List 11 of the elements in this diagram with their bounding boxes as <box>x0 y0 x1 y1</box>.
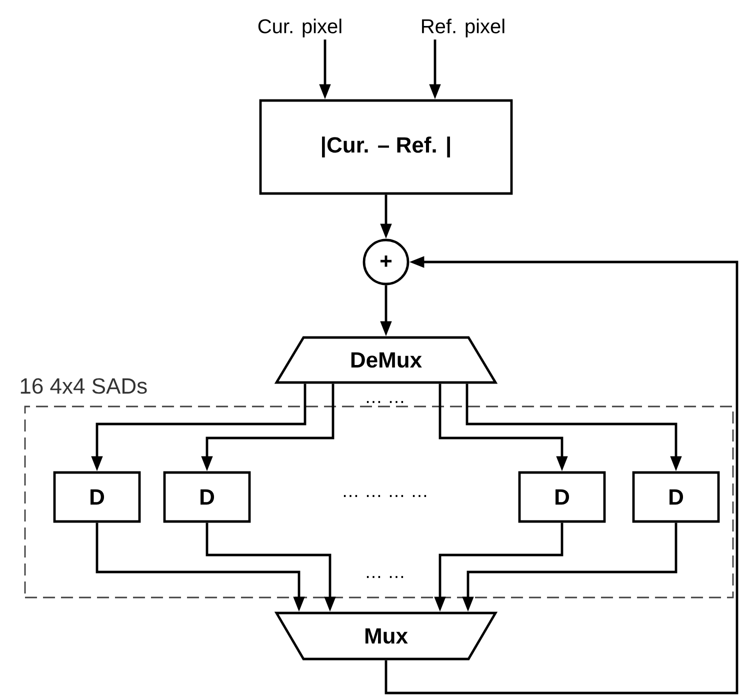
delay-box: D <box>53 471 141 523</box>
ellipsis-dots: … … … … <box>344 495 426 497</box>
ellipsis-dots: … … <box>366 401 404 403</box>
node-label: 16 4x4 SADs <box>20 378 147 394</box>
ellipsis-dots: … … <box>366 576 404 578</box>
delay-box: D <box>163 471 251 523</box>
input-label: Cur. pixel <box>258 18 342 38</box>
input-label: Ref. pixel <box>422 18 504 38</box>
delay-box: D <box>632 471 720 523</box>
delay-box: D <box>518 471 606 523</box>
process-box: |Cur. – Ref. | <box>259 99 513 195</box>
